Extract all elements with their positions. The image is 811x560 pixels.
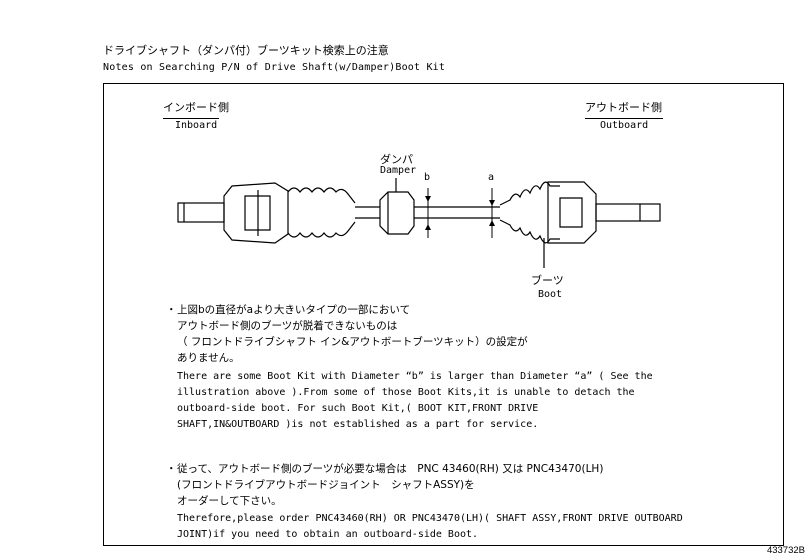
note2-jp-line-3: オーダーして下さい。 — [177, 495, 282, 507]
figure-id: 433732B — [766, 545, 805, 556]
note1-jp-line-4: ありません。 — [177, 352, 240, 364]
boot-label-en: Boot — [538, 289, 563, 300]
page-title-en: Notes on Searching P/N of Drive Shaft(w/… — [103, 62, 446, 73]
note1-jp-line-1: 上図bの直径がaより大きいタイプの一部において — [177, 304, 411, 316]
outboard-label-jp: アウトボード側 — [585, 99, 663, 119]
outboard-boot-bottom — [499, 219, 560, 244]
page-title-jp: ドライブシャフト（ダンパ付）ブーツキット検索上の注意 — [103, 44, 389, 57]
inboard-boot-bottom — [287, 221, 356, 238]
damper-label-en: Damper — [380, 165, 417, 176]
note1-en-line-1: There are some Boot Kit with Diameter “b… — [177, 371, 653, 382]
outboard-boot-top — [499, 181, 560, 206]
note2-jp-line-2: (フロントドライブアウトボードジョイント シャフトASSY)を — [177, 479, 475, 491]
inboard-stub-shaft — [177, 202, 225, 223]
note1-jp-line-2: アウトボード側のブーツが脱着できないものは — [177, 320, 398, 332]
inboard-joint-housing — [223, 182, 289, 244]
outboard-label-en: Outboard — [600, 120, 649, 131]
inboard-label-en: Inboard — [175, 120, 218, 131]
outboard-joint-housing — [547, 181, 597, 244]
note1-en-line-4: SHAFT,IN&OUTBOARD )is not established as… — [177, 419, 539, 430]
inboard-boot-top — [287, 187, 356, 204]
inboard-inner-race — [244, 195, 271, 231]
damper-label-jp: ダンパ — [380, 153, 413, 166]
dimension-a-label: a — [488, 172, 495, 183]
note1-en-line-3: outboard-side boot. For such Boot Kit,( … — [177, 403, 539, 414]
diagram-frame — [103, 83, 784, 546]
note1-jp-line-3: （ フロントドライブシャフト イン&アウトボートブーツキット）の設定が — [177, 336, 528, 348]
inboard-label-jp: インボード側 — [163, 99, 229, 119]
boot-label-jp: ブーツ — [531, 274, 564, 287]
note2-en-line-1: Therefore,please order PNC43460(RH) OR P… — [177, 513, 683, 524]
note2-jp-line-1: 従って、アウトボード側のブーツが必要な場合は PNC 43460(RH) 又は … — [177, 463, 604, 475]
dimension-b-label: b — [424, 172, 431, 183]
note2-en-line-2: JOINT)if you need to obtain an outboard-… — [177, 529, 479, 540]
outboard-stub-shaft — [595, 203, 661, 222]
note1-bullet: ・ — [166, 304, 177, 316]
damper-body — [379, 191, 415, 235]
note1-en-line-2: illustration above ).From some of those … — [177, 387, 635, 398]
note2-bullet: ・ — [166, 463, 177, 475]
outboard-inner-race — [559, 197, 583, 228]
